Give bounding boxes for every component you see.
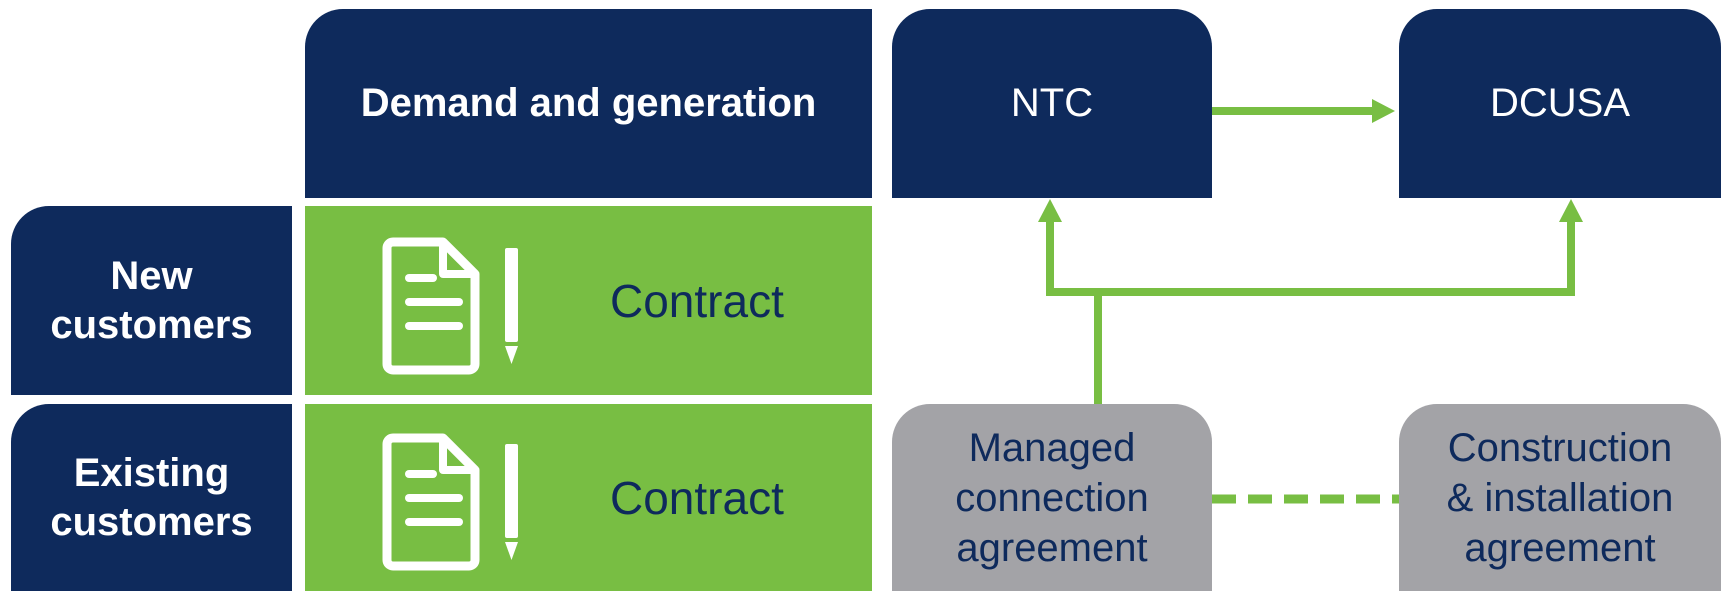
existing-customers-label: Existing customers xyxy=(50,450,253,544)
contract-document-pencil-icon xyxy=(382,237,518,375)
contract-label-new: Contract xyxy=(610,274,784,327)
demand-generation-header: Demand and generation xyxy=(305,9,872,198)
row-label-new-customers: New customers xyxy=(11,206,292,395)
contract-label-existing: Contract xyxy=(610,471,784,524)
to-ntc-arrowhead xyxy=(1038,199,1062,222)
contract-cell-new: Contract xyxy=(305,206,872,395)
managed-connection-agreement-label: Managed connection agreement xyxy=(955,425,1149,570)
ntc-to-dcusa-arrowhead xyxy=(1372,99,1395,123)
new-customers-label: New customers xyxy=(50,253,253,347)
construction-installation-agreement-box: Construction & installation agreement xyxy=(1399,404,1721,591)
row-label-existing-customers: Existing customers xyxy=(11,404,292,591)
demand-generation-title: Demand and generation xyxy=(360,81,817,125)
to-dcusa-arrowhead xyxy=(1559,199,1583,222)
ntc-box: NTC xyxy=(892,9,1212,198)
construction-installation-agreement-label: Construction & installation agreement xyxy=(1446,425,1674,570)
dcusa-label: DCUSA xyxy=(1489,81,1631,125)
contract-document-pencil-icon xyxy=(382,433,518,571)
contract-cell-existing: Contract xyxy=(305,404,872,591)
managed-connection-agreement-box: Managed connection agreement xyxy=(892,404,1212,591)
ntc-label: NTC xyxy=(1010,81,1094,125)
dcusa-box: DCUSA xyxy=(1399,9,1721,198)
